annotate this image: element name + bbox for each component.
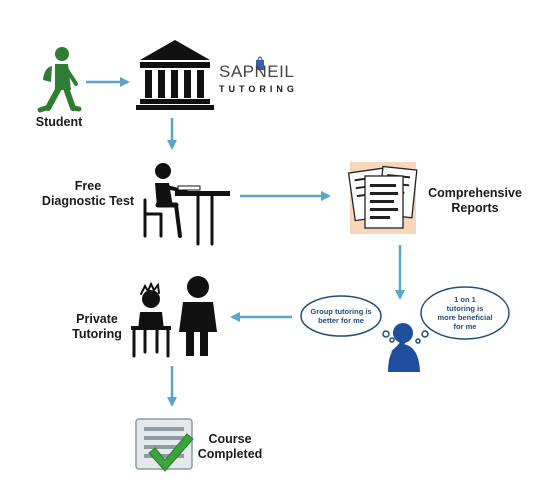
course-completed-label: Course Completed bbox=[190, 432, 270, 462]
logo-name: SAPNEIL bbox=[219, 62, 295, 81]
diagnostic-test-line2: Diagnostic Test bbox=[41, 194, 135, 208]
logo-bag-icon bbox=[256, 56, 264, 70]
thinking-person-icon bbox=[388, 323, 420, 372]
one-on-one-thought-line2: tutoring is bbox=[446, 304, 484, 313]
logo-tagline: TUTORING bbox=[219, 84, 298, 94]
reports-line1: Comprehensive bbox=[428, 186, 522, 200]
private-tutoring-label: Private Tutoring bbox=[62, 312, 132, 342]
group-thought-line2: better for me bbox=[318, 316, 364, 325]
one-on-one-thought-text: 1 on 1 tutoring is more beneficial for m… bbox=[425, 295, 505, 331]
course-completed-line2: Completed bbox=[197, 447, 263, 461]
thought-bubble-group bbox=[300, 295, 395, 343]
diagnostic-test-label: Free Diagnostic Test bbox=[30, 179, 146, 209]
tutoring-figures-icon bbox=[131, 276, 217, 358]
one-on-one-thought-line4: for me bbox=[453, 322, 477, 331]
one-on-one-thought-line1: 1 on 1 bbox=[454, 295, 476, 304]
reports-line2: Reports bbox=[451, 201, 499, 215]
one-on-one-thought-line3: more beneficial bbox=[437, 313, 493, 322]
thought-bubble-one-on-one bbox=[415, 286, 510, 344]
reports-icon bbox=[347, 162, 418, 234]
group-thought-line1: Group tutoring is bbox=[310, 307, 372, 316]
student-label: Student bbox=[35, 115, 83, 129]
private-tutoring-line1: Private bbox=[76, 312, 118, 326]
course-completed-icon bbox=[135, 418, 194, 472]
group-thought-text: Group tutoring is better for me bbox=[303, 307, 379, 325]
reports-label: Comprehensive Reports bbox=[420, 186, 530, 216]
course-completed-line1: Course bbox=[208, 432, 252, 446]
student-icon bbox=[37, 47, 82, 113]
private-tutoring-line2: Tutoring bbox=[72, 327, 122, 341]
diagnostic-test-line1: Free bbox=[74, 179, 102, 193]
institution-building-icon bbox=[136, 40, 214, 110]
test-taker-icon bbox=[143, 163, 230, 246]
